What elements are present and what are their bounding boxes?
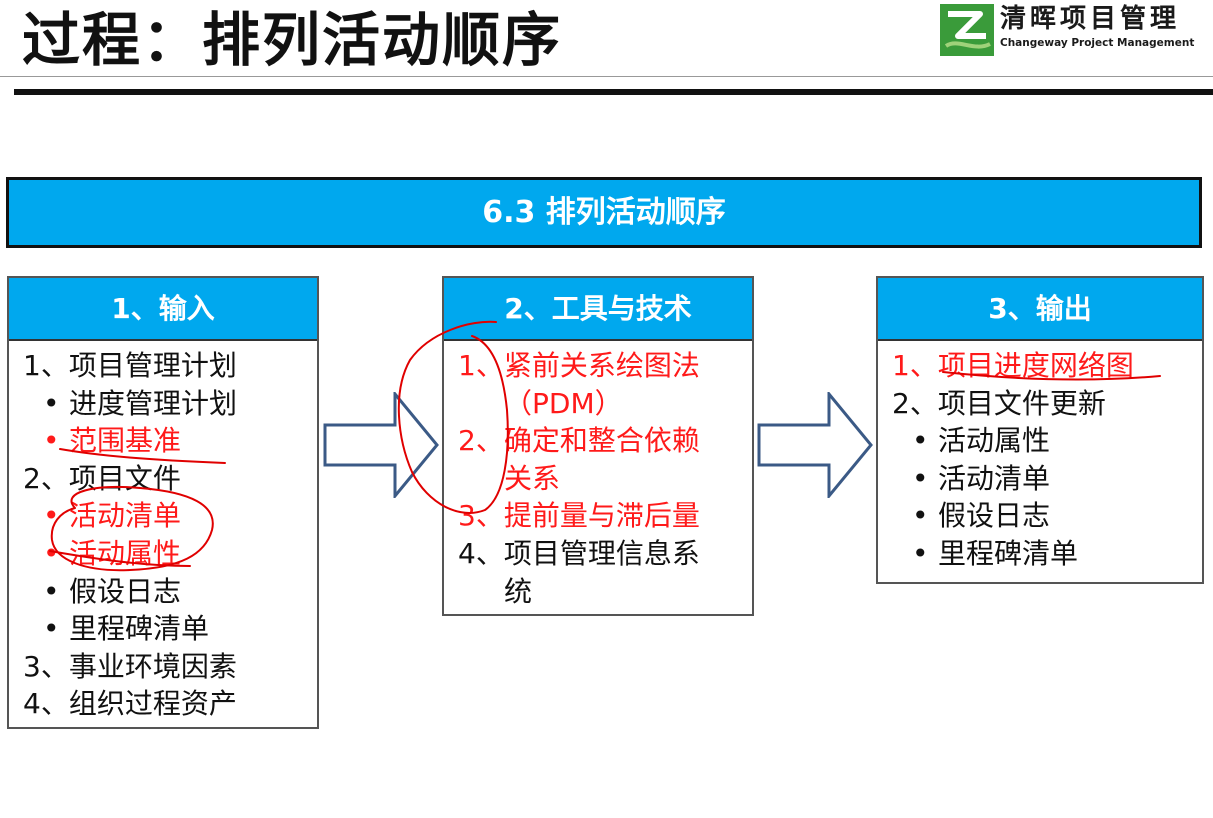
logo-name-cn: 清晖项目管理 (1000, 4, 1181, 34)
inputs-header: 1、输入 (9, 278, 317, 341)
list-item: •范围基准 (23, 422, 317, 460)
tools-list: 1、紧前关系绘图法 （PDM） 2、确定和整合依赖 关系 3、提前量与滞后量 4… (444, 341, 752, 610)
inputs-box: 1、输入 1、项目管理计划 •进度管理计划 •范围基准 2、项目文件 •活动清单… (7, 276, 319, 729)
title-divider (14, 89, 1213, 95)
list-item: 2、项目文件更新 (892, 386, 1106, 420)
list-item: 1、紧前关系绘图法 (458, 349, 700, 382)
outputs-header: 3、输出 (878, 278, 1202, 341)
page-title: 过程：排列活动顺序 (22, 6, 563, 74)
list-item: 统 (504, 574, 533, 608)
list-item: 1、项目管理计划 (23, 349, 237, 382)
bullet-icon: • (912, 424, 929, 458)
list-item: 4、项目管理信息系 (458, 536, 700, 570)
list-item: •活动属性 (892, 422, 1202, 460)
bullet-icon: • (43, 386, 60, 420)
title-divider-thin (0, 76, 1213, 77)
list-item: •假设日志 (23, 573, 317, 611)
list-item: （PDM） (504, 386, 623, 420)
list-item: 3、提前量与滞后量 (458, 499, 700, 533)
changeway-logo-mark-icon (940, 4, 994, 56)
list-item: 2、项目文件 (23, 461, 181, 495)
outputs-list: 1、项目进度网络图 2、项目文件更新 •活动属性 •活动清单 •假设日志 •里程… (878, 341, 1202, 573)
tools-header: 2、工具与技术 (444, 278, 752, 341)
list-item: 4、组织过程资产 (23, 687, 237, 721)
list-item: •活动清单 (892, 460, 1202, 498)
bullet-icon: • (43, 499, 60, 533)
list-item: •活动属性 (23, 535, 317, 573)
bullet-icon: • (43, 536, 60, 570)
list-item: •里程碑清单 (892, 535, 1202, 573)
outputs-box: 3、输出 1、项目进度网络图 2、项目文件更新 •活动属性 •活动清单 •假设日… (876, 276, 1204, 584)
inputs-list: 1、项目管理计划 •进度管理计划 •范围基准 2、项目文件 •活动清单 •活动属… (9, 341, 317, 723)
list-item: 2、确定和整合依赖 (458, 424, 700, 458)
bullet-icon: • (912, 499, 929, 533)
process-banner: 6.3 排列活动顺序 (6, 177, 1202, 248)
logo-name-en: Changeway Project Management (1000, 37, 1195, 49)
tools-box: 2、工具与技术 1、紧前关系绘图法 （PDM） 2、确定和整合依赖 关系 3、提… (442, 276, 754, 616)
right-arrow-icon (757, 392, 873, 498)
bullet-icon: • (43, 574, 60, 608)
bullet-icon: • (912, 536, 929, 570)
list-item: 1、项目进度网络图 (892, 349, 1134, 382)
bullet-icon: • (43, 612, 60, 646)
bullet-icon: • (912, 461, 929, 495)
list-item: 关系 (504, 461, 561, 495)
list-item: •进度管理计划 (23, 385, 317, 423)
list-item: 3、事业环境因素 (23, 649, 237, 683)
bullet-icon: • (43, 424, 60, 458)
company-logo: 清晖项目管理 Changeway Project Management (940, 4, 1202, 56)
list-item: •活动清单 (23, 497, 317, 535)
right-arrow-icon (323, 392, 439, 498)
list-item: •里程碑清单 (23, 610, 317, 648)
list-item: •假设日志 (892, 497, 1202, 535)
